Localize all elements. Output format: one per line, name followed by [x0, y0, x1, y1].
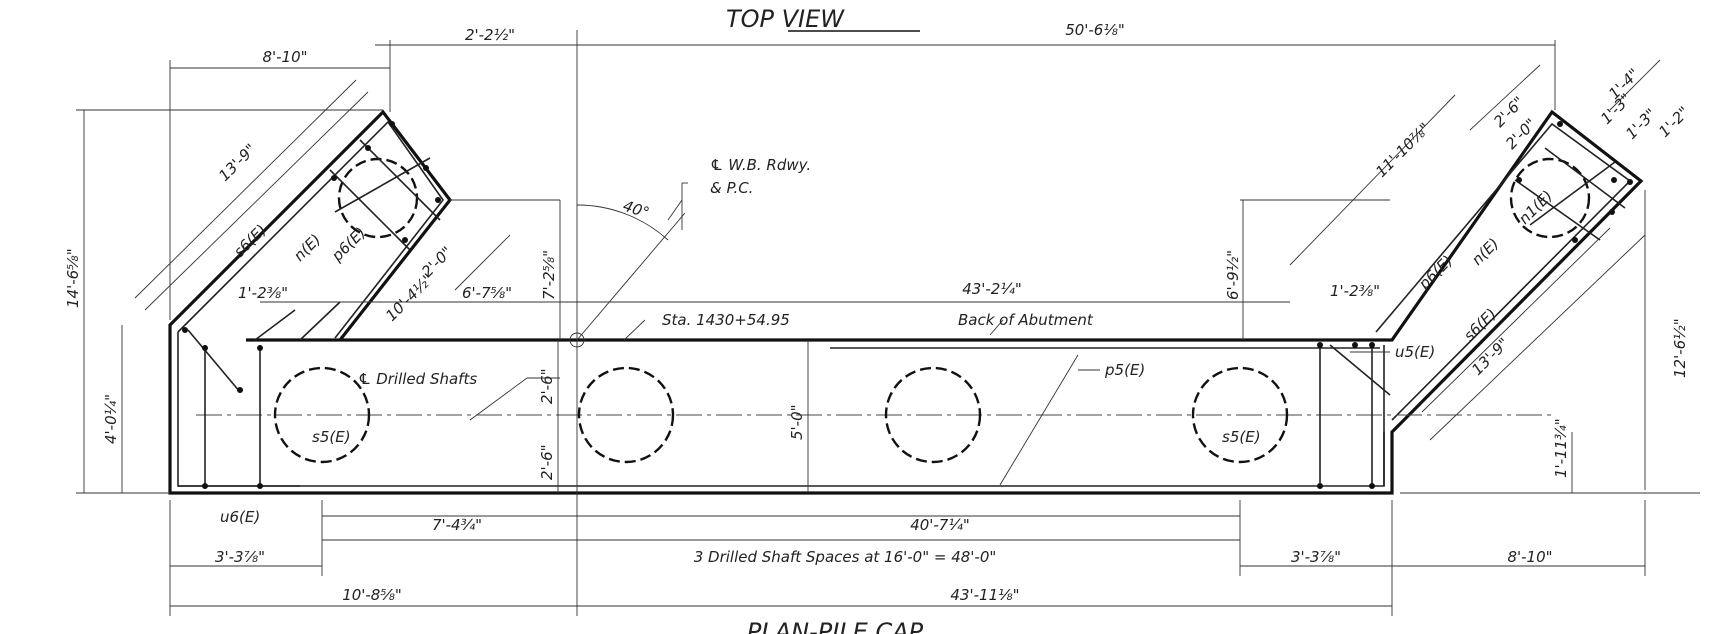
dim-bot-3-3-left: 3'-3⅞" — [215, 548, 265, 566]
s5-right-label: s5(E) — [1222, 428, 1261, 446]
dim-bot-43-11: 43'-11⅛" — [950, 586, 1019, 604]
dim-mid-7-2: 7'-2⅝" — [540, 250, 558, 300]
dim-left-14-6: 14'-6⅝" — [64, 248, 82, 308]
cap-rebar-outline — [178, 345, 1385, 487]
dim-cap-2-6a: 2'-6" — [538, 368, 556, 404]
drilled-shaft-3 — [884, 366, 982, 464]
rebar-ties-left — [182, 121, 441, 489]
dim-top-50-6: 50'-6⅛" — [1065, 21, 1125, 39]
dim-cap-5-0: 5'-0" — [788, 404, 806, 440]
p5-label: p5(E) — [1104, 361, 1145, 379]
s6-left-label: s6(E) — [230, 221, 270, 261]
dim-bot-10-8: 10'-8⅝" — [342, 586, 402, 604]
dim-top-2-2: 2'-2½" — [465, 26, 515, 44]
cl-roadway-label: ℄ W.B. Rdwy. — [710, 156, 811, 174]
p6-left-label: p6(E) — [327, 224, 369, 266]
dim-right-1-11: 1'-11¾" — [1552, 418, 1570, 478]
station-label: Sta. 1430+54.95 — [662, 311, 790, 329]
dim-cap-2-6b: 2'-6" — [538, 444, 556, 480]
top-view-title: TOP VIEW — [726, 5, 845, 33]
wing-shaft-left — [337, 157, 419, 239]
dim-bot-3-3-right: 3'-3⅞" — [1291, 548, 1341, 566]
n-right-label: n(E) — [1468, 234, 1502, 268]
dim-right-1-2: 1'-2" — [1655, 103, 1693, 141]
dim-bot-7-4: 7'-4¾" — [432, 516, 482, 534]
station-marker — [569, 332, 585, 348]
u6-label: u6(E) — [220, 508, 260, 526]
dim-right-1-3b: 1'-3" — [1622, 105, 1660, 143]
dim-top-8-10: 8'-10" — [262, 48, 307, 66]
plan-subtitle: PLAN-PILE CAP — [747, 618, 924, 634]
dim-left-4-0: 4'-0¼" — [102, 394, 120, 444]
dim-right-11-10: 11'-10⅞" — [1372, 119, 1434, 181]
dim-bot-40-7: 40'-7¼" — [910, 516, 970, 534]
drilled-shaft-4 — [1191, 366, 1289, 464]
u5-label: u5(E) — [1395, 343, 1435, 361]
dim-left-1-2: 1'-2⅜" — [238, 284, 288, 302]
dim-left-13-9: 13'-9" — [215, 140, 260, 185]
dim-right-6-9: 6'-9½" — [1224, 250, 1242, 300]
s5-left-label: s5(E) — [312, 428, 351, 446]
drilled-shaft-2 — [577, 366, 675, 464]
pc-label: & P.C. — [710, 179, 753, 197]
dim-bot-spaces: 3 Drilled Shaft Spaces at 16'-0" = 48'-0… — [694, 548, 997, 566]
dim-right-1-2b: 1'-2⅜" — [1330, 282, 1380, 300]
rebar-ties-right — [1317, 121, 1633, 489]
dim-mid-6-7: 6'-7⅝" — [462, 284, 512, 302]
angle-line — [576, 212, 686, 341]
dim-right-12-6: 12'-6½" — [1671, 318, 1689, 378]
angle-arc — [576, 204, 669, 241]
dim-bot-8-10: 8'-10" — [1507, 548, 1552, 566]
wing-shaft-right — [1509, 157, 1591, 239]
n-left-label: n(E) — [290, 230, 324, 264]
angle-label: 40° — [621, 197, 652, 222]
dimension-lines — [76, 40, 1700, 616]
drilled-shaft-1 — [273, 366, 371, 464]
dim-mid-43-2: 43'-2¼" — [962, 280, 1022, 298]
back-of-abutment-label: Back of Abutment — [958, 311, 1094, 329]
drilled-shafts-label: ℄ Drilled Shafts — [358, 370, 477, 388]
